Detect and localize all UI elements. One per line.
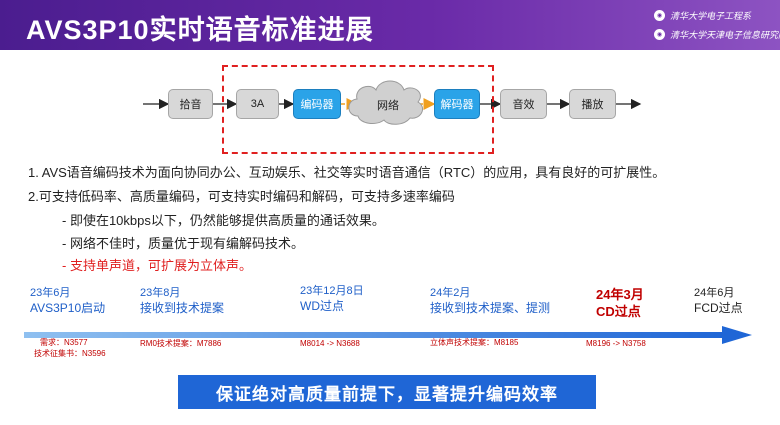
milestone-date: 23年6月: [30, 287, 71, 299]
doc-note: 需求：N3577: [40, 338, 88, 347]
tsinghua-tianjin-logo: ◉ 清华大学天津电子信息研究院: [654, 28, 780, 41]
sub-bullet-1: - 即使在10kbps以下，仍然能够提供高质量的通话效果。: [62, 213, 385, 228]
box-effects: 音效: [500, 89, 547, 119]
milestone-text: 接收到技术提案: [140, 301, 225, 315]
box-playback: 播放: [569, 89, 616, 119]
milestone-date: 23年12月8日: [300, 285, 364, 297]
logo-text: 清华大学天津电子信息研究院: [670, 31, 780, 41]
milestone-text: CD过点: [596, 304, 641, 319]
sub-bullet-2: - 网络不佳时，质量优于现有编解码技术。: [62, 236, 304, 251]
university-seal-icon: ◉: [654, 29, 665, 40]
timeline-arrow: [24, 326, 752, 344]
milestone-2402: 24年2月 接收到技术提案、提测: [430, 286, 550, 316]
milestone-2403: 24年3月 CD过点: [596, 286, 644, 320]
box-decoder: 解码器: [434, 89, 480, 119]
doc-note: 技术征集书：N3596: [34, 349, 106, 358]
milestone-text: WD过点: [300, 299, 344, 313]
bullet-2: 2.可支持低码率、高质量编码，可支持实时编码和解码，可支持多速率编码: [28, 189, 455, 204]
pipeline-arrows: [143, 80, 642, 125]
slide-body: 拾音 3A 编码器 网络 解码器 音效 播放 1. AVS语音编码技术为面向协同…: [0, 50, 780, 425]
box-capture: 拾音: [168, 89, 213, 119]
doc-note: 立体声技术提案：M8185: [430, 338, 519, 347]
milestone-2308: 23年8月 接收到技术提案: [140, 286, 224, 316]
milestone-date: 23年8月: [140, 287, 181, 299]
doc-note: M8014 -> N3688: [300, 339, 360, 348]
milestone-date: 24年2月: [430, 287, 471, 299]
milestone-text: FCD过点: [694, 301, 743, 315]
codec-network-highlight: [222, 65, 494, 154]
logo-text: 清华大学电子工程系: [670, 12, 752, 22]
box-3a: 3A: [236, 89, 279, 119]
doc-note: RM0技术提案：M7886: [140, 339, 222, 348]
milestone-text: AVS3P10启动: [30, 301, 106, 315]
milestone-231208: 23年12月8日 WD过点: [300, 284, 364, 314]
bullet-1: 1. AVS语音编码技术为面向协同办公、互动娱乐、社交等实时语音通信（RTC）的…: [28, 165, 666, 180]
milestone-date: 24年6月: [694, 287, 735, 299]
page-title: AVS3P10实时语音标准进展: [26, 15, 374, 45]
box-encoder: 编码器: [293, 89, 341, 119]
tsinghua-ee-logo: ◉ 清华大学电子工程系: [654, 9, 751, 22]
network-cloud-icon: [348, 80, 423, 125]
milestone-2306: 23年6月 AVS3P10启动: [30, 286, 105, 316]
milestone-date: 24年3月: [596, 287, 644, 302]
title-bar: AVS3P10实时语音标准进展 ◉ 清华大学电子工程系 ◉ 清华大学天津电子信息…: [0, 0, 780, 50]
milestone-text: 接收到技术提案、提测: [430, 301, 551, 315]
milestone-2406: 24年6月 FCD过点: [694, 286, 743, 316]
doc-note: M8196 -> N3758: [586, 339, 646, 348]
summary-banner: 保证绝对高质量前提下，显著提升编码效率: [178, 375, 596, 409]
university-seal-icon: ◉: [654, 10, 665, 21]
sub-bullet-3: - 支持单声道，可扩展为立体声。: [62, 258, 252, 273]
box-network-label: 网络: [377, 100, 399, 112]
